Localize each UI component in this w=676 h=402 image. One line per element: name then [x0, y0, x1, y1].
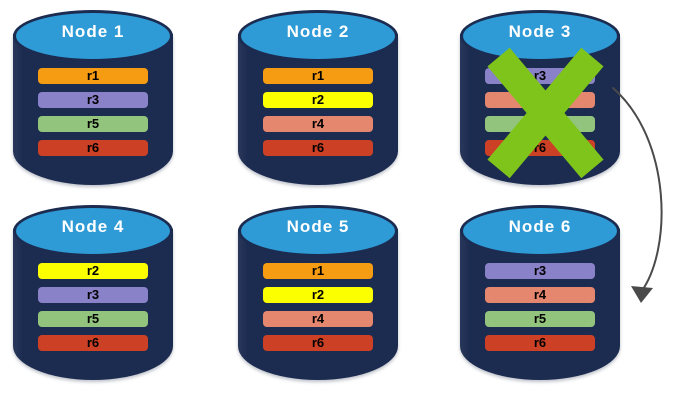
record-bar[interactable]: r3 — [38, 287, 148, 303]
cylinder-top-ellipse — [13, 205, 173, 257]
cylinder-top-ellipse — [238, 205, 398, 257]
record-bar[interactable]: r1 — [263, 263, 373, 279]
record-bar[interactable]: r5 — [485, 116, 595, 132]
record-bar[interactable]: r4 — [485, 287, 595, 303]
record-bar[interactable]: r3 — [38, 92, 148, 108]
record-bar[interactable]: r5 — [38, 311, 148, 327]
arrow-head-icon — [631, 286, 653, 303]
record-bar[interactable]: r4 — [485, 92, 595, 108]
record-bar[interactable]: r6 — [38, 335, 148, 351]
record-bar[interactable]: r6 — [485, 335, 595, 351]
record-bar[interactable]: r6 — [263, 140, 373, 156]
record-bar[interactable]: r1 — [38, 68, 148, 84]
record-bar[interactable]: r2 — [38, 263, 148, 279]
record-bar[interactable]: r2 — [263, 92, 373, 108]
record-bar[interactable]: r5 — [485, 311, 595, 327]
arrow-curve — [612, 87, 663, 293]
record-bar[interactable]: r2 — [263, 287, 373, 303]
record-list: r3 r4 r5 r6 — [485, 263, 595, 351]
record-list: r1 r3 r5 r6 — [38, 68, 148, 156]
record-bar[interactable]: r6 — [38, 140, 148, 156]
record-bar[interactable]: r1 — [263, 68, 373, 84]
cylinder-top-ellipse — [460, 10, 620, 62]
record-list: r3 r4 r5 r6 — [485, 68, 595, 156]
record-bar[interactable]: r4 — [263, 311, 373, 327]
record-bar[interactable]: r6 — [263, 335, 373, 351]
record-bar[interactable]: r3 — [485, 68, 595, 84]
record-list: r2 r3 r5 r6 — [38, 263, 148, 351]
cylinder-top-ellipse — [238, 10, 398, 62]
cylinder-top-ellipse — [13, 10, 173, 62]
record-bar[interactable]: r6 — [485, 140, 595, 156]
record-list: r1 r2 r4 r6 — [263, 263, 373, 351]
record-bar[interactable]: r4 — [263, 116, 373, 132]
record-bar[interactable]: r5 — [38, 116, 148, 132]
cylinder-top-ellipse — [460, 205, 620, 257]
record-list: r1 r2 r4 r6 — [263, 68, 373, 156]
record-bar[interactable]: r3 — [485, 263, 595, 279]
